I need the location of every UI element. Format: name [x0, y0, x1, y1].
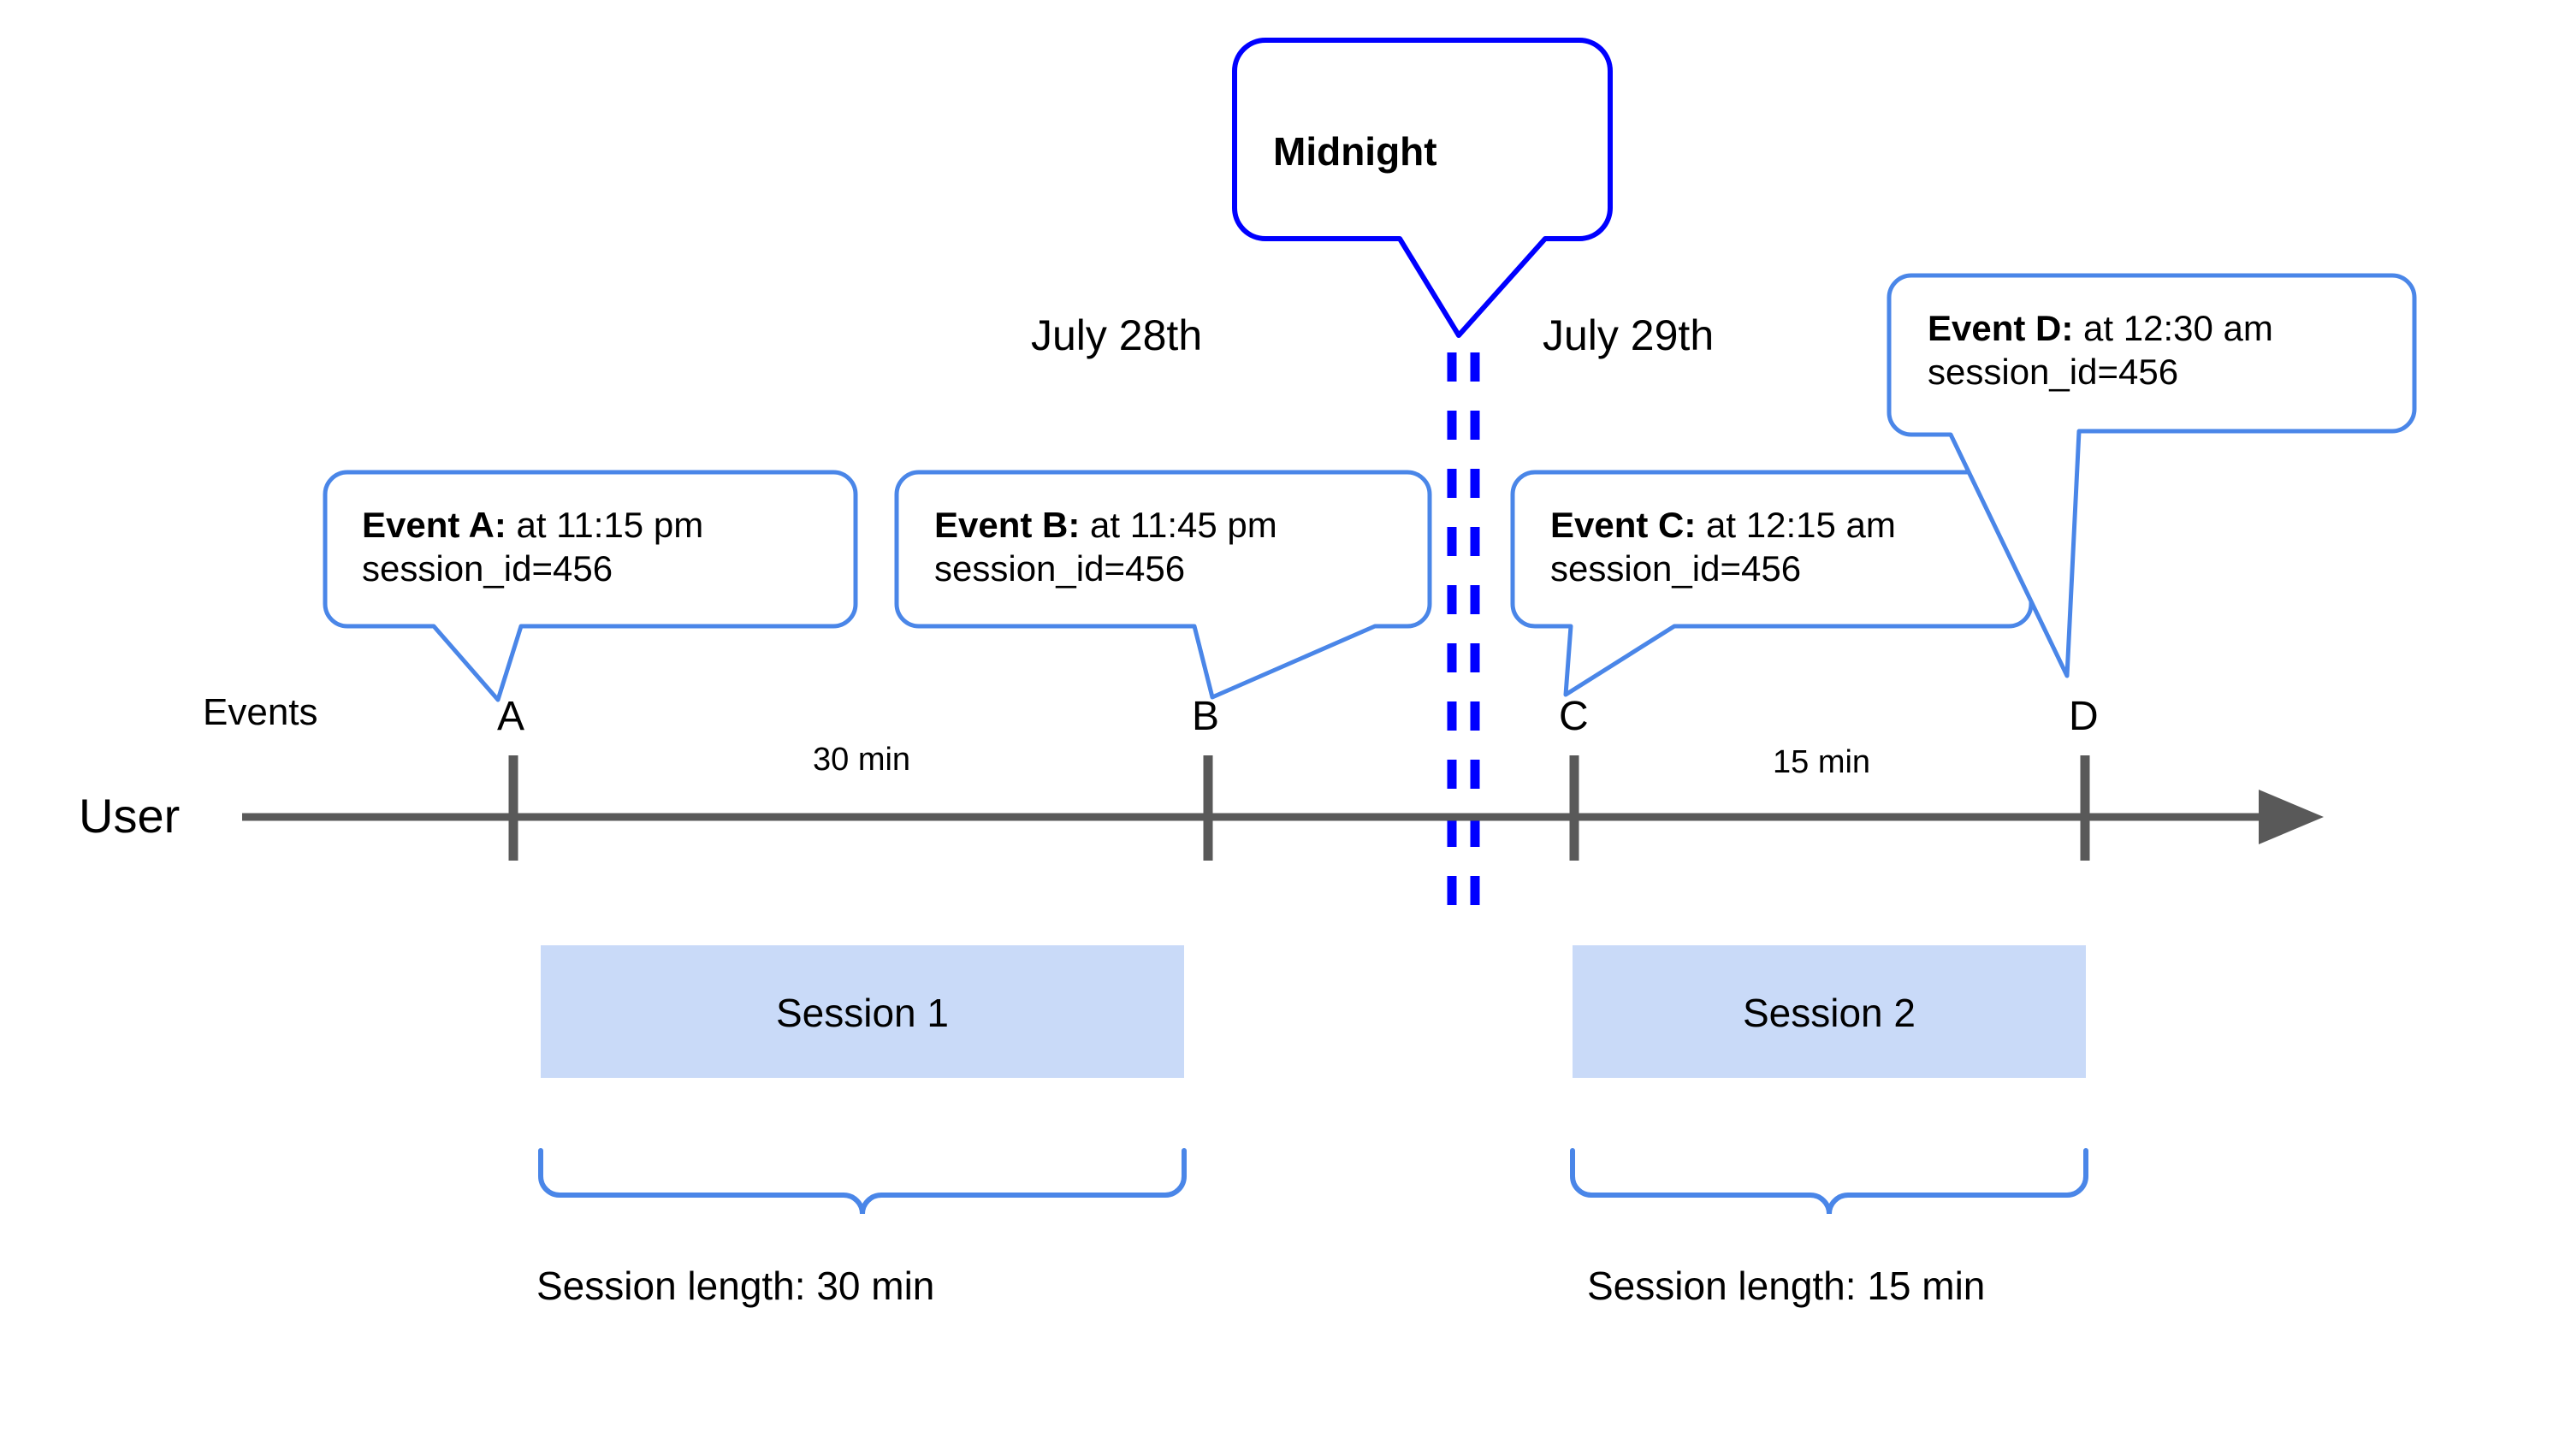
midnight-dashed-lines: [1447, 352, 1480, 932]
event-a-callout[interactable]: [323, 470, 858, 702]
tick-label-c: C: [1559, 694, 1589, 739]
midnight-callout[interactable]: [1232, 38, 1613, 338]
tick-label-b: B: [1192, 694, 1220, 739]
event-b-callout[interactable]: [894, 470, 1432, 700]
event-a-callout-shape: [323, 470, 858, 702]
event-d-callout-text: Event D: at 12:30 am session_id=456: [1928, 306, 2273, 394]
session-1-brace: [538, 1148, 1187, 1215]
session-2-label: Session 2: [1742, 991, 1916, 1035]
event-d-line-1: Event D: at 12:30 am: [1928, 306, 2273, 350]
day-label-july-28: July 28th: [1031, 311, 1203, 359]
event-b-bold-label: Event B:: [934, 505, 1081, 545]
event-b-detail: at 11:45 pm: [1080, 505, 1277, 545]
event-c-line-1: Event C: at 12:15 am: [1550, 503, 1896, 547]
event-d-line-2: session_id=456: [1928, 352, 2179, 393]
session-2-length-label: Session length: 15 min: [1587, 1264, 1986, 1308]
event-b-line-2: session_id=456: [934, 548, 1186, 589]
event-b-callout-text: Event B: at 11:45 pm session_id=456: [934, 503, 1277, 590]
event-a-bold-label: Event A:: [362, 505, 506, 545]
event-d-callout[interactable]: [1887, 273, 2417, 678]
event-c-detail: at 12:15 am: [1696, 505, 1896, 545]
event-c-callout-text: Event C: at 12:15 am session_id=456: [1550, 503, 1896, 590]
event-b-line-1: Event B: at 11:45 pm: [934, 503, 1277, 547]
timeline-ticks: [508, 755, 2090, 861]
event-a-detail: at 11:15 pm: [506, 505, 704, 545]
session-2-box[interactable]: [1573, 945, 2086, 1078]
row-label-events: Events: [203, 691, 318, 733]
event-d-callout-shape: [1887, 273, 2417, 678]
session-1-box[interactable]: [541, 945, 1184, 1078]
duration-label-a-to-b: 30 min: [813, 742, 911, 778]
tick-label-d: D: [2069, 694, 2099, 739]
event-a-line-1: Event A: at 11:15 pm: [362, 503, 703, 547]
tick-label-a: A: [497, 694, 525, 739]
row-label-user: User: [79, 789, 181, 843]
midnight-callout-shape: [1232, 38, 1613, 338]
event-c-bold-label: Event C:: [1550, 505, 1697, 545]
session-2-brace: [1570, 1148, 2088, 1215]
session-1-label: Session 1: [775, 991, 949, 1035]
event-a-line-2: session_id=456: [362, 548, 613, 589]
midnight-label: Midnight: [1273, 129, 1437, 174]
event-d-bold-label: Event D:: [1928, 308, 2074, 348]
timeline-axis: [242, 790, 2324, 844]
timeline-arrow-head: [2259, 790, 2324, 844]
event-c-line-2: session_id=456: [1550, 548, 1802, 589]
day-label-july-29: July 29th: [1543, 311, 1715, 359]
event-d-detail: at 12:30 am: [2073, 308, 2273, 348]
session-braces: [538, 1148, 2088, 1215]
duration-label-c-to-d: 15 min: [1773, 744, 1871, 780]
event-b-callout-shape: [894, 470, 1432, 700]
session-1-length-label: Session length: 30 min: [536, 1264, 935, 1308]
event-a-callout-text: Event A: at 11:15 pm session_id=456: [362, 503, 703, 590]
session-boxes: [541, 945, 2086, 1078]
